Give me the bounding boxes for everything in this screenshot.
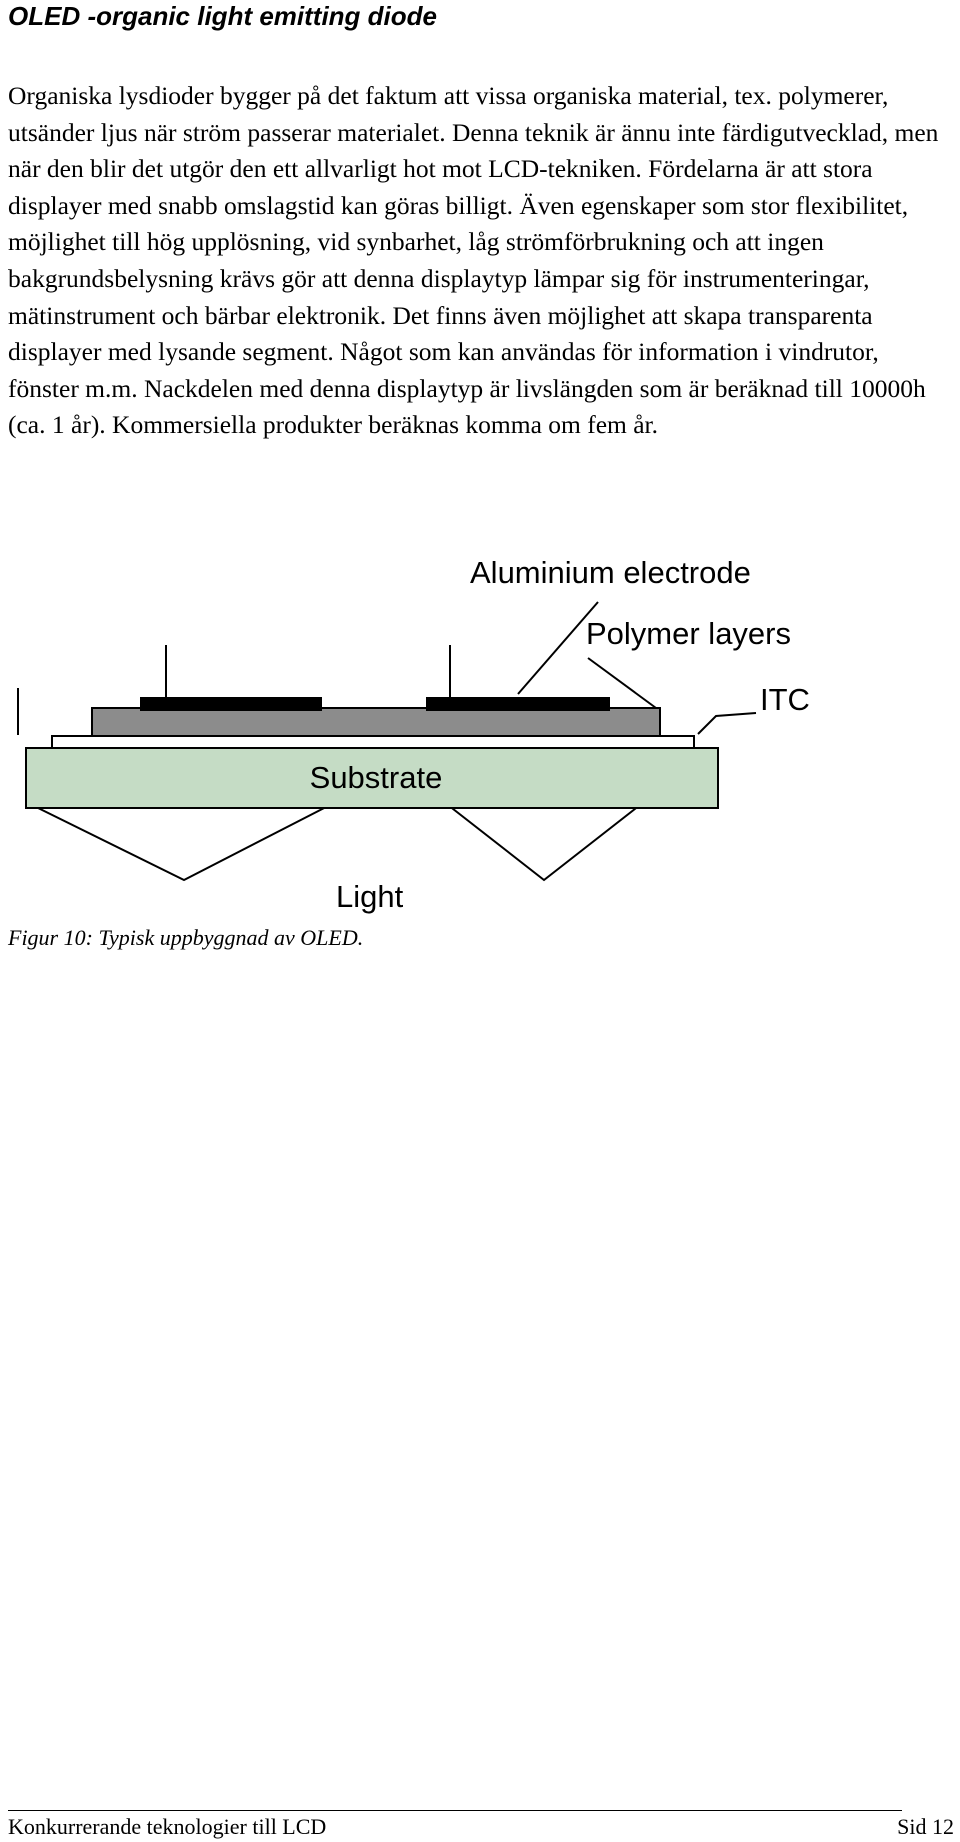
section-heading: OLED -organic light emitting diode — [8, 1, 437, 31]
pointer-polymer — [587, 657, 657, 709]
light-label: Light — [336, 879, 404, 914]
footer-divider — [8, 1810, 902, 1811]
footer-title: Konkurrerande teknologier till LCD — [8, 1814, 327, 1839]
light-arrow-right — [445, 804, 643, 882]
pointer-itc — [697, 712, 757, 735]
substrate-layer — [25, 747, 719, 809]
page-number: Sid 12 — [897, 1814, 954, 1839]
figure-caption: Figur 10: Typisk uppbyggnad av OLED. — [8, 925, 364, 950]
aluminium-electrode-label: Aluminium electrode — [470, 555, 751, 590]
aluminium-electrode-left — [140, 697, 322, 711]
body-paragraph: Organiska lysdioder bygger på det faktum… — [8, 81, 939, 440]
oled-diagram: Substrate Aluminium electrode Polymer la… — [0, 550, 960, 920]
polymer-layer — [91, 707, 661, 737]
pointer-aluminium — [517, 601, 599, 695]
aluminium-electrode-right — [426, 697, 610, 711]
substrate-label: Substrate — [310, 760, 443, 795]
itc-layer — [51, 735, 695, 749]
light-arrow-left — [31, 804, 331, 882]
itc-label: ITC — [760, 682, 810, 717]
polymer-layers-label: Polymer layers — [586, 616, 791, 651]
